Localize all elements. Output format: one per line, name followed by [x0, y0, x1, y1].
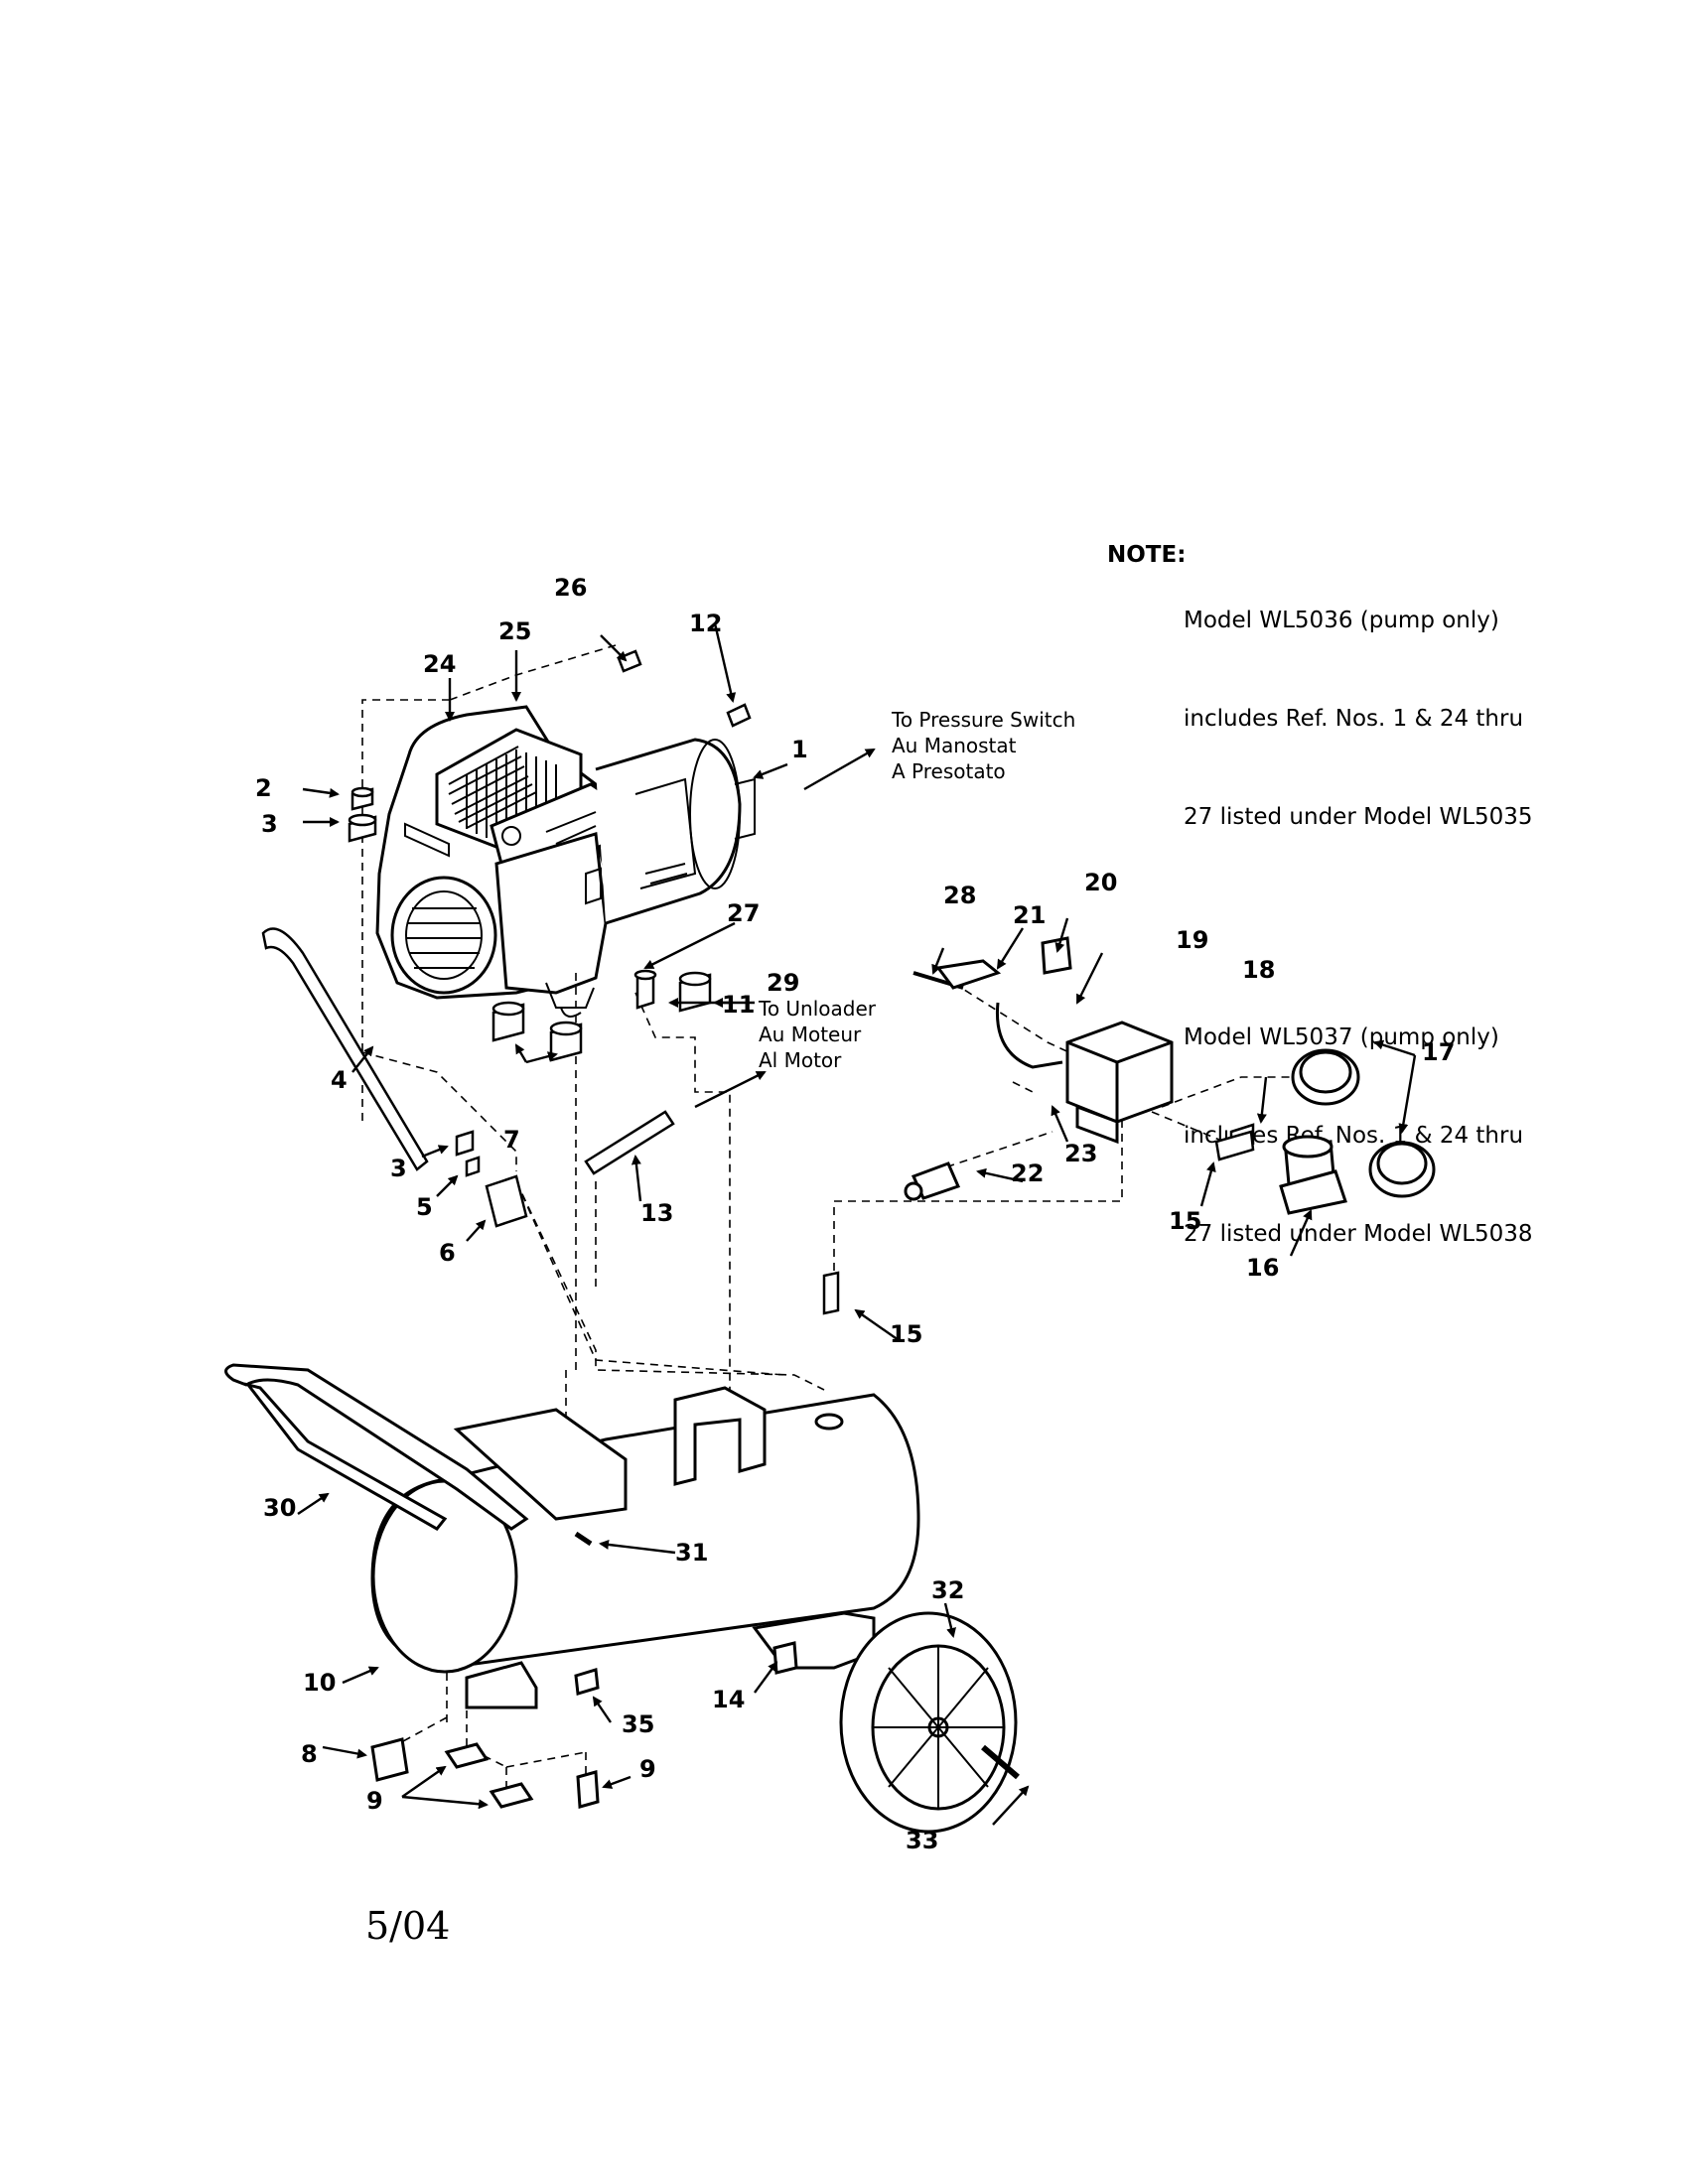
callout-9-bolt: 9	[639, 1755, 656, 1783]
callout-12: 12	[689, 610, 722, 637]
callout-9: 9	[366, 1787, 383, 1815]
note-text: Model WL5036 (pump only) includes Ref. N…	[1184, 539, 1533, 1316]
callout-35: 35	[622, 1710, 654, 1738]
note-line: Model WL5037 (pump only)	[1184, 1024, 1499, 1050]
note-line: includes Ref. Nos. 1 & 24 thru	[1184, 706, 1524, 732]
note-line: Model WL5036 (pump only)	[1184, 608, 1499, 633]
dest-line: Au Manostat	[892, 734, 1017, 757]
unloader-label: To Unloader Au Moteur Al Motor	[759, 996, 876, 1073]
callout-21: 21	[1013, 901, 1046, 929]
callout-27: 27	[727, 899, 760, 927]
callout-31: 31	[675, 1539, 708, 1567]
callout-25: 25	[498, 617, 531, 645]
dest-line: Al Motor	[759, 1048, 842, 1072]
fittings	[261, 649, 1255, 1315]
dest-line: To Unloader	[759, 997, 876, 1021]
callout-13: 13	[640, 1199, 673, 1227]
callout-2: 2	[255, 774, 272, 802]
callout-26: 26	[554, 574, 587, 602]
callout-14: 14	[712, 1686, 745, 1713]
air-tank	[224, 1363, 1020, 1834]
note-line: 27 listed under Model WL5035	[1184, 804, 1533, 830]
callout-10: 10	[303, 1669, 336, 1697]
callout-28: 28	[943, 882, 976, 909]
callout-32: 32	[931, 1576, 964, 1604]
callout-15-right: 15	[1169, 1207, 1201, 1235]
callout-18: 18	[1242, 956, 1275, 984]
callout-5: 5	[416, 1193, 433, 1221]
dest-line: Au Moteur	[759, 1023, 862, 1046]
callout-11: 11	[722, 991, 755, 1019]
callout-17: 17	[1422, 1038, 1455, 1066]
callout-22: 22	[1011, 1160, 1044, 1187]
note-line: 27 listed under Model WL5038	[1184, 1221, 1533, 1247]
callout-7: 7	[503, 1126, 520, 1154]
callout-3-lower: 3	[390, 1155, 407, 1182]
callout-24: 24	[423, 650, 456, 678]
callout-23: 23	[1064, 1140, 1097, 1167]
callout-numbers: 1 2 3 3 4 5 6 7 8 9 9 10 11 12 13 14 15 …	[255, 574, 1455, 1854]
callout-20: 20	[1084, 869, 1117, 896]
pressure-switch-label: To Pressure Switch Au Manostat A Presota…	[892, 707, 1075, 784]
callout-19: 19	[1176, 926, 1208, 954]
callout-6: 6	[439, 1239, 456, 1267]
callout-33: 33	[906, 1827, 938, 1854]
callout-30: 30	[263, 1494, 296, 1522]
callout-8: 8	[301, 1740, 318, 1768]
dest-line: To Pressure Switch	[892, 708, 1076, 732]
note-label: NOTE:	[1107, 542, 1187, 568]
callout-3: 3	[261, 810, 278, 838]
callout-1: 1	[791, 736, 808, 763]
date-code: 5/04	[365, 1904, 451, 1948]
callout-15-tank: 15	[890, 1320, 922, 1348]
dest-line: A Presotato	[892, 759, 1006, 783]
callout-16: 16	[1246, 1254, 1279, 1282]
callout-4: 4	[331, 1066, 348, 1094]
pump-assembly	[375, 705, 756, 1018]
leader-arrows	[297, 622, 1417, 1826]
callout-29: 29	[767, 969, 799, 997]
